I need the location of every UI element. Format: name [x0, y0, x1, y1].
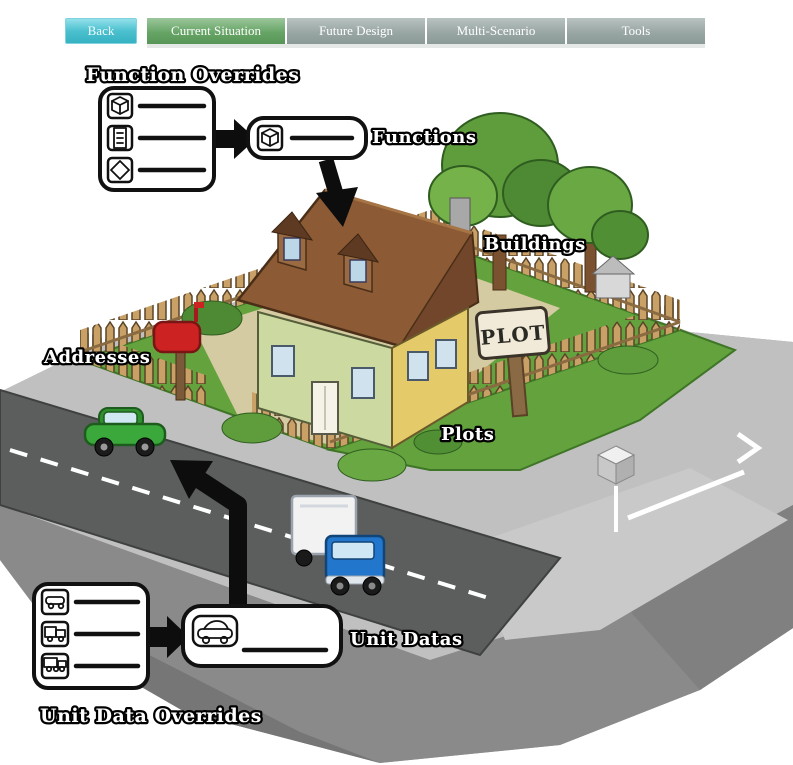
truck-icon — [44, 626, 66, 643]
tree — [428, 112, 580, 291]
dormer — [270, 211, 314, 271]
concrete-patch — [470, 468, 788, 640]
diagram-labels: Function Overrides Functions Buildings A… — [38, 62, 588, 730]
front-bushes — [221, 345, 659, 482]
road-centerline — [9, 448, 496, 602]
utility-marker — [596, 431, 763, 532]
plot-sign-text: PLOT — [479, 320, 546, 350]
top-toolbar: Back Current Situation Future Design Mul… — [65, 18, 705, 48]
function-overrides-box — [98, 86, 216, 192]
tree — [547, 166, 649, 293]
arrow-right-icon — [150, 616, 189, 658]
function-overrides-label: Function Overrides — [86, 64, 299, 86]
dormer — [336, 233, 380, 293]
parcel-icon — [110, 160, 130, 180]
trees — [181, 112, 649, 336]
chevron-right-icon — [736, 431, 763, 465]
unit-datas-box — [181, 604, 343, 668]
building-icon — [113, 127, 127, 149]
mailbox — [152, 302, 204, 401]
tab-bar: Current Situation Future Design Multi-Sc… — [147, 18, 705, 48]
car-icon — [45, 596, 65, 610]
functions-label: Functions — [372, 127, 476, 148]
tab-future-design[interactable]: Future Design — [287, 18, 425, 44]
house — [235, 188, 480, 450]
tab-tools[interactable]: Tools — [567, 18, 705, 44]
arrow-right-icon — [216, 119, 256, 159]
car-icon — [197, 620, 233, 645]
unit-data-overrides-label: Unit Data Overrides — [40, 705, 262, 727]
trailer-truck-icon — [43, 657, 67, 673]
shed — [590, 255, 636, 299]
flow-arrows — [170, 157, 358, 607]
cube-icon — [261, 128, 279, 147]
tab-multi-scenario[interactable]: Multi-Scenario — [427, 18, 565, 44]
buildings-label: Buildings — [484, 234, 586, 255]
plot-sign: PLOT — [474, 306, 551, 418]
addresses-label: Addresses — [43, 347, 150, 368]
car — [83, 407, 167, 457]
unit-data-overrides-box — [32, 582, 150, 690]
window — [407, 351, 429, 381]
window — [435, 339, 457, 369]
functions-box — [246, 116, 368, 160]
window — [271, 345, 295, 377]
bent-arrow-icon — [195, 472, 247, 607]
plots-label: Plots — [441, 424, 494, 445]
delivery-truck — [290, 494, 386, 596]
unit-datas-label: Unit Datas — [350, 629, 463, 650]
window — [351, 367, 375, 399]
tab-current-situation[interactable]: Current Situation — [147, 18, 285, 44]
road — [0, 388, 562, 657]
back-button[interactable]: Back — [65, 18, 137, 44]
cube-icon — [596, 445, 636, 485]
cube-icon — [111, 96, 129, 115]
